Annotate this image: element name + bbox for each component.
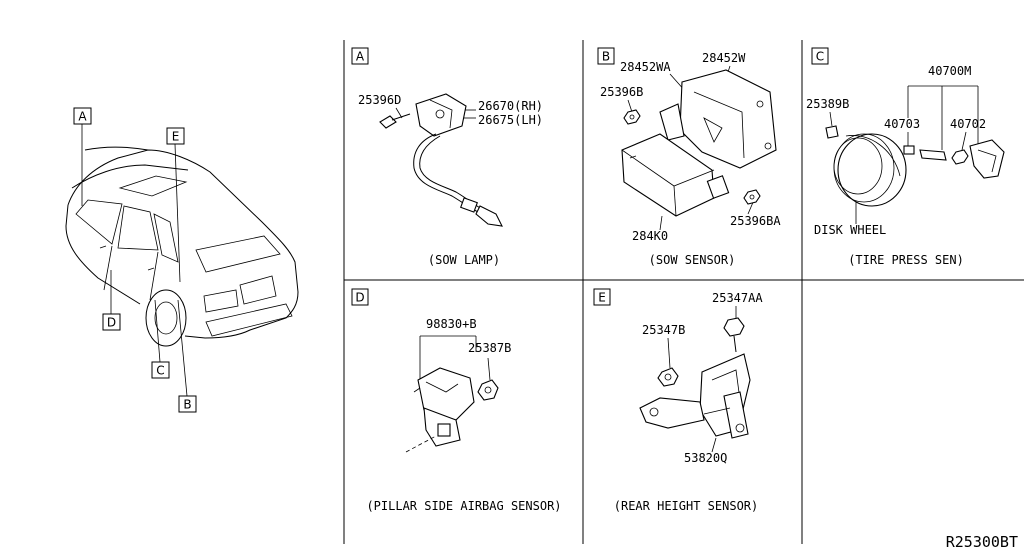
callout-c: C — [151, 361, 170, 379]
callout-d: D — [102, 313, 121, 331]
svg-text:E: E — [172, 130, 180, 144]
part-label-40700m: 40700M — [928, 64, 971, 78]
part-label-28452w: 28452W — [702, 51, 746, 65]
part-label-40703: 40703 — [884, 117, 920, 131]
nut-icon — [623, 109, 641, 125]
svg-text:C: C — [156, 364, 164, 378]
part-label-25347b: 25347B — [642, 323, 685, 337]
part-label-53820q: 53820Q — [684, 451, 727, 465]
part-label-98830b: 98830+B — [426, 317, 477, 331]
part-label-25396ba: 25396BA — [730, 214, 781, 228]
part-label-26670-rh: 26670(RH) — [478, 99, 543, 113]
diagram-code: R25300BT — [946, 533, 1018, 551]
sow-control-unit-icon — [621, 133, 730, 217]
vehicle-overview — [65, 146, 299, 347]
callout-a: A — [73, 107, 92, 125]
panel-d: D 98830+B 25387B (PILLAR SIDE AIRBAG SEN… — [351, 288, 562, 513]
panel-e-caption: (REAR HEIGHT SENSOR) — [614, 499, 759, 513]
part-label-25347aa: 25347AA — [712, 291, 763, 305]
sow-lamp-icon — [413, 93, 503, 227]
valve-stem-icon — [903, 145, 969, 165]
callout-b: B — [178, 395, 197, 413]
airbag-sensor-icon — [413, 367, 475, 447]
nut-icon — [743, 189, 761, 205]
sensor-bracket-icon — [659, 69, 777, 169]
rear-height-sensor-icon — [639, 353, 751, 439]
panel-a-caption: (SOW LAMP) — [428, 253, 500, 267]
callout-e: E — [166, 127, 185, 145]
panel-e: E 25347AA 25347B 53820Q (REAR HEIGHT S — [593, 288, 763, 513]
disk-wheel-icon — [833, 133, 907, 207]
part-label-26675-lh: 26675(LH) — [478, 113, 543, 127]
panel-b: B 28452WA 28452W 25396B 284K0 25396BA — [597, 47, 781, 267]
nut-icon — [477, 379, 499, 401]
svg-text:B: B — [602, 50, 610, 64]
part-label-25387b: 25387B — [468, 341, 511, 355]
svg-text:D: D — [107, 316, 116, 330]
svg-text:D: D — [355, 291, 364, 305]
part-label-25396d: 25396D — [358, 93, 401, 107]
svg-text:A: A — [78, 110, 87, 124]
part-label-25396b: 25396B — [600, 85, 643, 99]
part-label-28452wa: 28452WA — [620, 60, 671, 74]
panel-grid — [343, 40, 1024, 544]
valve-cap-icon — [825, 125, 839, 139]
part-label-disk-wheel: DISK WHEEL — [814, 223, 886, 237]
panel-d-caption: (PILLAR SIDE AIRBAG SENSOR) — [366, 499, 561, 513]
nut-icon — [657, 367, 679, 387]
svg-text:E: E — [598, 291, 606, 305]
panel-b-caption: (SOW SENSOR) — [649, 253, 736, 267]
callout-leaders — [81, 124, 188, 397]
panel-c-caption: (TIRE PRESS SEN) — [848, 253, 964, 267]
part-label-284k0: 284K0 — [632, 229, 668, 243]
bolt-icon — [723, 317, 745, 353]
panel-a: A 25396D 26670(RH) 26675(LH) (SOW LAMP) — [351, 47, 543, 267]
svg-text:A: A — [356, 50, 365, 64]
svg-text:C: C — [816, 50, 824, 64]
tire-pressure-sensor-icon — [969, 139, 1005, 179]
svg-text:B: B — [183, 398, 191, 412]
part-label-25389b: 25389B — [806, 97, 849, 111]
panel-c: C 40700M 25389B 40703 40702 DISK WHEEL — [806, 47, 1005, 267]
part-label-40702: 40702 — [950, 117, 986, 131]
bolt-icon — [379, 113, 411, 129]
